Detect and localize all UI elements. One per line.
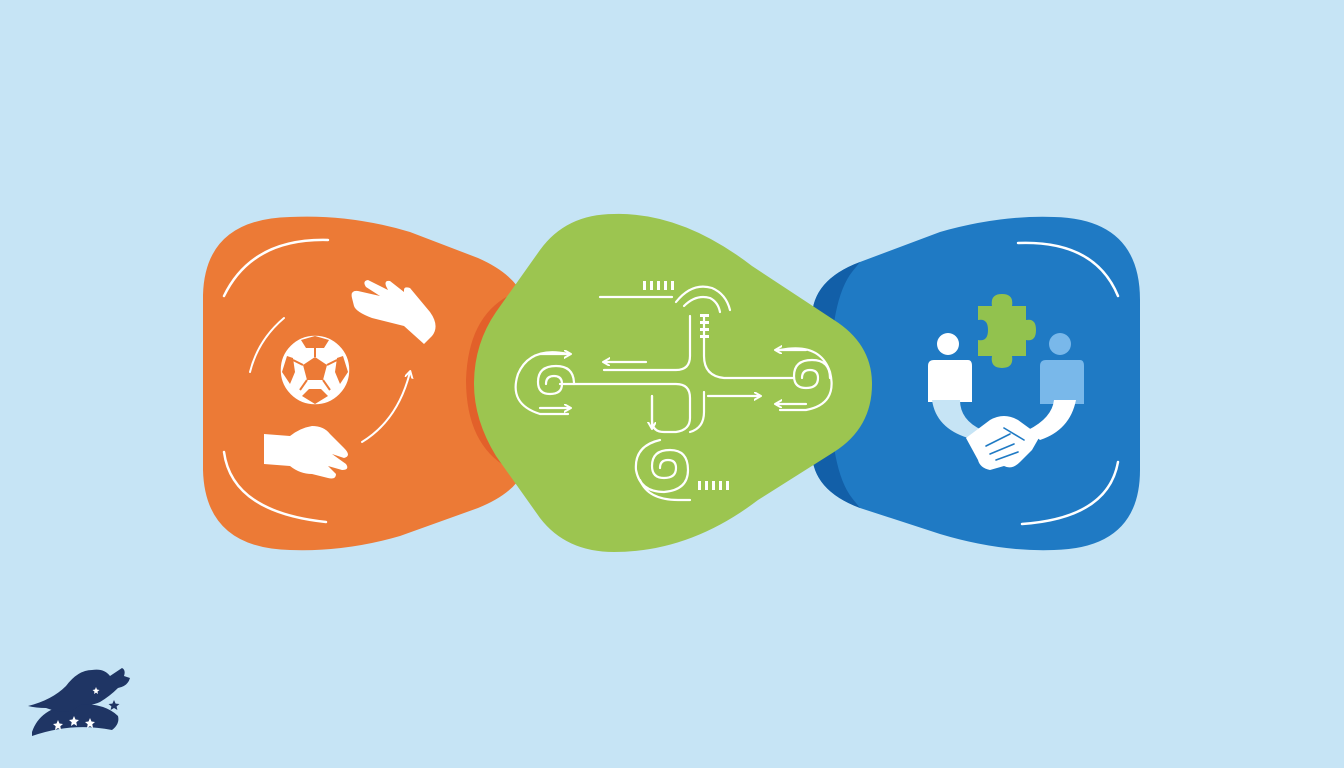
kangaroo-shape xyxy=(28,668,130,712)
spiral-icon xyxy=(514,351,570,416)
arm-shape xyxy=(1028,400,1076,440)
paths-network xyxy=(514,285,833,502)
star-icon xyxy=(108,700,120,710)
dashes-icon xyxy=(700,314,709,338)
arc-icon xyxy=(682,295,722,314)
star-icon xyxy=(53,720,63,730)
cycle-arrows-icon xyxy=(249,317,410,443)
dashes-icon xyxy=(698,481,729,490)
hand-icon xyxy=(264,426,348,479)
bracket-arc xyxy=(222,238,330,298)
handshake-icon xyxy=(966,416,1040,470)
soccer-ball-icon xyxy=(279,334,351,406)
person-icon xyxy=(1040,333,1084,404)
person-icon xyxy=(928,333,972,402)
star-icon xyxy=(92,687,100,694)
arm-shape xyxy=(932,400,982,438)
spiral-icon xyxy=(778,347,833,412)
star-icon xyxy=(85,718,95,728)
star-icon xyxy=(69,716,79,726)
dashes-icon xyxy=(643,281,674,290)
path-line xyxy=(688,390,706,434)
spiral-icon xyxy=(792,358,832,390)
bracket-arc xyxy=(1016,241,1120,298)
bracket-arc xyxy=(222,450,328,524)
path-line xyxy=(602,314,692,372)
arc-icon xyxy=(674,285,732,312)
path-line xyxy=(702,314,796,380)
path-line xyxy=(638,478,692,502)
kangaroo-stars-icon xyxy=(28,668,130,736)
pathways-panel xyxy=(466,213,872,552)
teamwork-panel xyxy=(203,216,528,551)
orange-panel-shape xyxy=(203,216,528,551)
puzzle-piece-icon xyxy=(978,294,1036,368)
spiral-icon xyxy=(536,364,576,396)
blue-panel-shape xyxy=(812,216,1140,551)
bracket-arc xyxy=(1020,460,1120,526)
hand-icon xyxy=(351,280,436,344)
spiral-icon xyxy=(634,438,690,494)
